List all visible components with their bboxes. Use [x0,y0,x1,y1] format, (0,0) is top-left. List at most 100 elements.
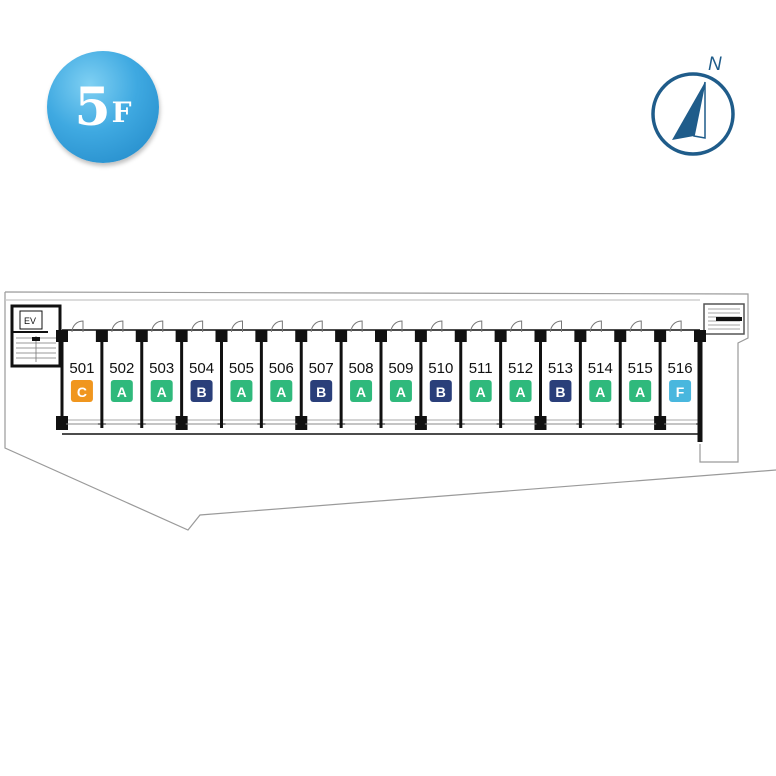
pillar [614,330,627,342]
door-swing [270,320,283,333]
unit-type-label: A [595,384,605,400]
unit-number: 515 [628,360,653,377]
pillar [255,330,268,342]
unit-type-label: A [396,384,406,400]
unit-type-label: B [555,384,565,400]
unit-type-badge [110,380,133,402]
door-swing [310,320,323,333]
unit-type-badge [549,380,572,402]
unit-type-label: A [516,384,526,400]
unit-type-badge [150,380,173,402]
unit-type-label: B [436,384,446,400]
unit-type-badge [429,380,452,402]
door-swing [350,320,363,333]
units-layer: 501C502A503A504B505A506A507B508A509A510B… [56,320,706,430]
unit-type-label: A [356,384,366,400]
door-swing [430,320,443,333]
door-swing [151,320,164,333]
pillar [56,416,68,430]
unit-type-label: A [117,384,127,400]
unit-number: 508 [349,360,374,377]
unit-type-label: A [276,384,286,400]
unit-type-label: A [236,384,246,400]
pillar [175,330,188,342]
unit-type-label: B [197,384,207,400]
unit-type-label: A [157,384,167,400]
unit-type-badge [230,380,253,402]
door-swing [231,320,243,333]
unit-number: 511 [469,360,493,377]
unit-number: 512 [508,360,533,377]
door-swing [629,320,642,333]
compass-north-label: N [708,54,722,75]
unit-number: 506 [269,360,294,377]
door-swing [589,320,602,333]
unit-type-badge [70,380,93,402]
unit-number: 509 [388,360,413,377]
door-swing [470,320,483,333]
compass-icon: N [651,54,735,156]
unit-number: 501 [69,360,94,377]
unit-type-badge [190,380,213,402]
unit-type-badge [629,380,652,402]
unit-number: 502 [109,360,134,377]
unit-type-label: A [635,384,645,400]
door-swing [111,320,124,333]
unit-type-badge [270,380,293,402]
unit-number: 504 [189,360,214,377]
unit-type-label: A [476,384,486,400]
unit-type-badge [310,380,333,402]
door-swing [550,320,562,333]
pillar [135,330,148,342]
pillar [534,416,547,430]
unit-number: 503 [149,360,174,377]
pillar [494,330,507,342]
elevator-core: EV [10,304,62,368]
pillar [454,330,467,342]
pillar [694,330,706,342]
pillar [414,416,427,430]
pillar [574,330,587,342]
unit-type-label: C [77,384,87,400]
unit-type-badge [469,380,492,402]
pillar [56,330,68,342]
floor-suffix: F [111,95,132,129]
pillar [335,330,348,342]
unit-number: 513 [548,360,573,377]
unit-type-badge [669,380,692,402]
unit-type-label: F [676,384,685,400]
unit-type-label: B [316,384,326,400]
floor-number: 5 [74,76,110,138]
pillar [654,416,667,430]
unit-number: 510 [428,360,453,377]
unit-number: 514 [588,360,613,377]
pillar [175,416,188,430]
site-boundary [4,291,776,531]
pillar [534,330,547,342]
door-swing [669,320,682,333]
unit-number: 516 [668,360,693,377]
pillar [414,330,427,342]
door-swing [71,320,84,333]
door-swing [390,320,403,333]
pillar [215,330,228,342]
unit-type-badge [509,380,532,402]
unit-type-badge [589,380,612,402]
unit-type-badge [350,380,373,402]
elevator-label: EV [24,316,36,326]
